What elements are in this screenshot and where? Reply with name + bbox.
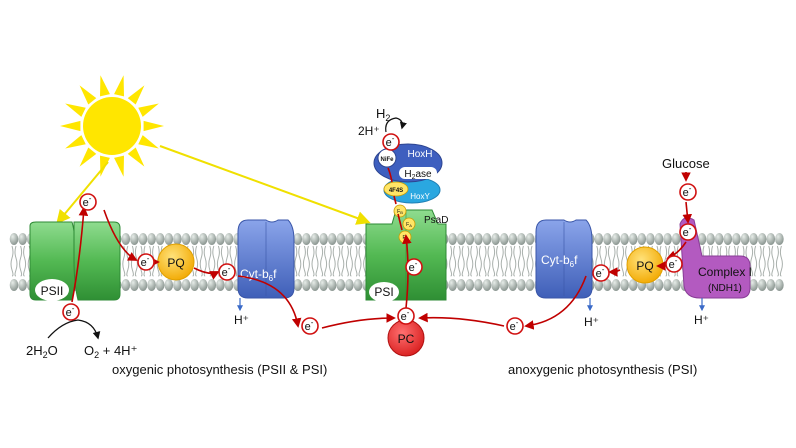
electron-label: e-	[83, 194, 92, 209]
hydrogen-production: H2 2H⁺	[358, 106, 407, 138]
4f4s-label: 4F4S	[389, 188, 403, 194]
electron-label: e-	[141, 254, 150, 269]
pc-protein: PC	[387, 319, 425, 357]
electron-label: e-	[669, 256, 678, 271]
electron-icon	[397, 307, 415, 325]
electron-icon	[506, 317, 524, 335]
glucose-label: Glucose	[662, 156, 710, 171]
4f4s-cluster	[383, 181, 409, 197]
psad-label: PsaD	[424, 215, 448, 226]
cyt-b6f-left: Cyt-b6f	[237, 219, 295, 299]
two-h-plus-label: 2H⁺	[358, 124, 380, 138]
psii-complex: PSII	[29, 221, 121, 301]
cyt-right-label: Cyt-b6f	[541, 253, 578, 269]
fa-label: FA	[406, 222, 412, 228]
pq-right: PQ	[626, 246, 664, 284]
hydrogenase-complex: HoxY HoxH H2ase NiFe 4F4S	[373, 143, 443, 204]
electron-label: e-	[510, 318, 519, 333]
electron-label: e-	[683, 184, 692, 199]
sun-icon	[60, 75, 164, 177]
oxygen-label: O2 + 4H⁺	[84, 343, 137, 360]
psi-label: PSI	[374, 285, 393, 299]
electron-flow-paths	[71, 167, 693, 330]
electron-label: e-	[409, 259, 418, 274]
proton-label-right: H⁺	[584, 315, 599, 329]
electron-label: e-	[401, 308, 410, 323]
light-arrow-psi	[159, 145, 371, 225]
ndh1-label: (NDH1)	[708, 283, 742, 294]
psii-label: PSII	[41, 284, 64, 298]
electron-label: e-	[222, 264, 231, 279]
h2ase-badge	[399, 167, 437, 179]
electron-icon	[79, 193, 97, 211]
psi-label-badge	[369, 282, 399, 302]
pq-left-label: PQ	[167, 256, 184, 270]
light-arrow-psii	[56, 161, 109, 225]
nife-label: NiFe	[380, 157, 394, 163]
proton-label-left: H⁺	[234, 313, 249, 327]
electron-label: e-	[683, 224, 692, 239]
electron-icon	[137, 253, 155, 271]
electron-icon	[679, 183, 697, 201]
pq-right-label: PQ	[636, 259, 653, 273]
pq-left: PQ	[157, 243, 195, 281]
complex1-label: Complex I	[698, 265, 752, 279]
electron-icon	[62, 303, 80, 321]
electron-icon	[405, 258, 423, 276]
electron-icon	[679, 223, 697, 241]
hoxy-label: HoxY	[410, 192, 430, 201]
electron-icon	[382, 133, 400, 151]
water-label: 2H2O	[26, 343, 58, 360]
electron-markers: e-e-e-e-e-e-e-e-e-e-e-e-e-	[62, 133, 697, 335]
fb-label: FB	[397, 209, 403, 215]
pc-label: PC	[398, 332, 415, 346]
hoxh-label: HoxH	[407, 149, 432, 160]
proton-label-complex1: H⁺	[694, 313, 709, 327]
caption-anoxygenic: anoxygenic photosynthesis (PSI)	[508, 362, 697, 377]
electron-icon	[592, 264, 610, 282]
fa-cluster	[402, 217, 416, 231]
electron-icon	[218, 263, 236, 281]
electron-icon	[301, 317, 319, 335]
water-splitting: 2H2O O2 + 4H⁺	[26, 319, 137, 360]
psi-complex: PSI PsaD	[365, 209, 448, 302]
electron-label: e-	[386, 134, 395, 149]
electron-label: e-	[305, 318, 314, 333]
electron-icon	[665, 255, 683, 273]
cyt-b6f-right: Cyt-b6f	[535, 219, 593, 299]
h2ase-label: H2ase	[404, 169, 432, 181]
fb-cluster	[393, 204, 407, 218]
caption-oxygenic: oxygenic photosynthesis (PSII & PSI)	[112, 362, 327, 377]
psii-label-badge	[35, 279, 69, 301]
h2-label: H2	[376, 106, 390, 123]
proton-arrows	[237, 298, 705, 312]
electron-label: e-	[596, 265, 605, 280]
electron-label: e-	[66, 304, 75, 319]
